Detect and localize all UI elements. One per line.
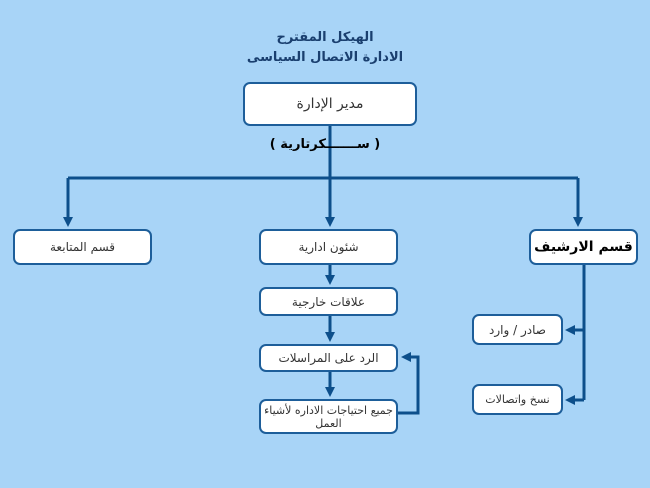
archive-node: قسم الارشيف (529, 229, 638, 265)
director-node: مدير الإدارة (243, 82, 417, 126)
foreign-relations-node: علاقات خارجية (259, 287, 398, 316)
loop-arrow (398, 352, 420, 415)
correspondence-node: الرد على المراسلات (259, 344, 398, 372)
secretariat-label: ( ســـــــكرتارية ) (269, 137, 381, 152)
incoming-outgoing-node: صادر / وارد (472, 314, 563, 345)
chart-title: الهيكل المقترح (276, 30, 374, 45)
follow-up-node: قسم المتابعة (13, 229, 152, 265)
chart-subtitle: الادارة الاتصال السياسى (246, 50, 404, 65)
needs-node: جميع احتياجات الاداره لأشياء العمل (259, 399, 398, 434)
copies-node: نسخ واتصالات (472, 384, 563, 415)
admin-affairs-node: شئون ادارية (259, 229, 398, 265)
